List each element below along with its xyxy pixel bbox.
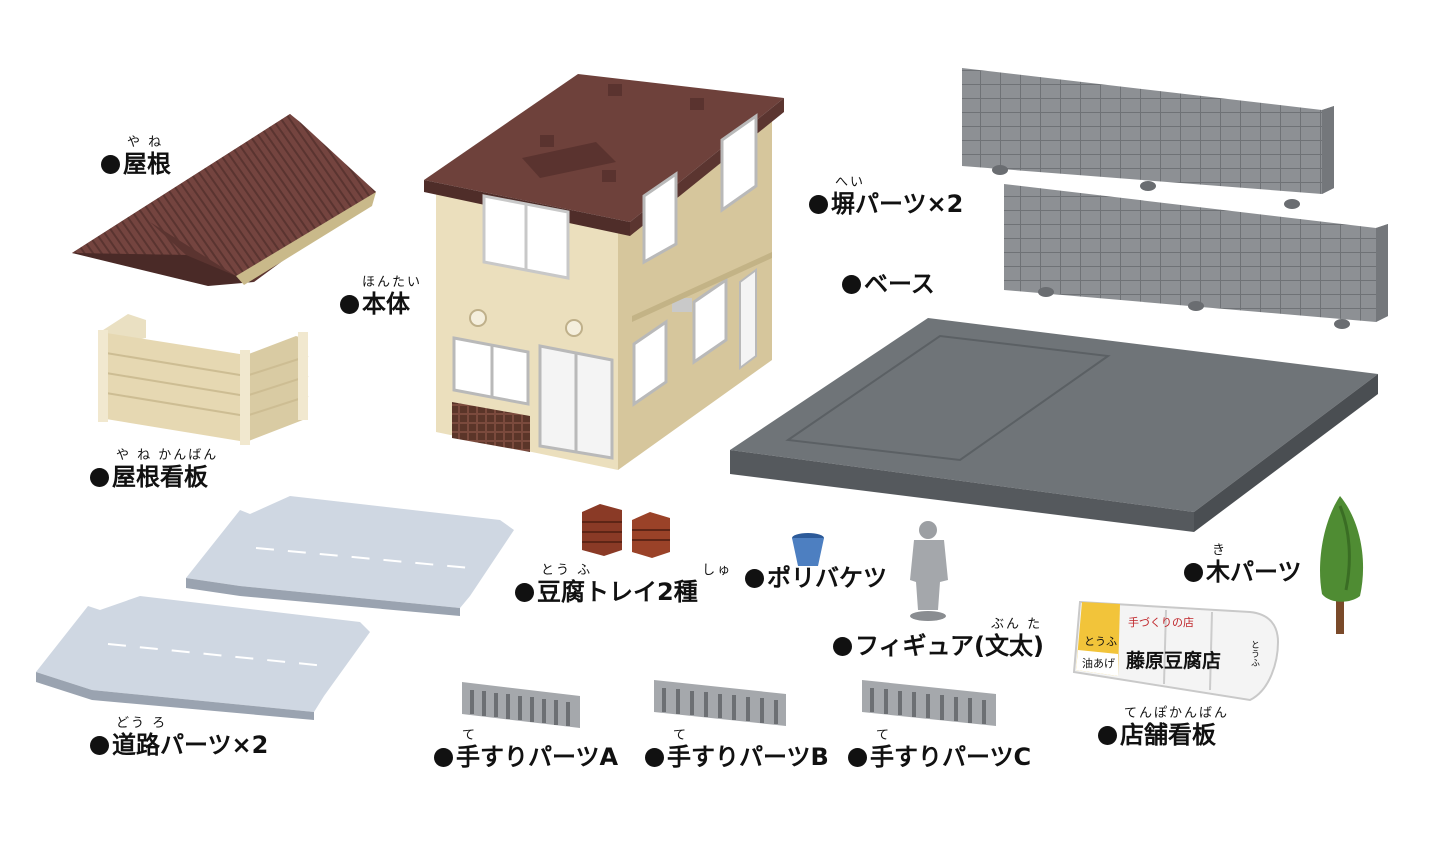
handrail-c-image	[862, 680, 996, 726]
label-ki: き 木パーツ	[1184, 544, 1302, 586]
sign-tofu-text: とうふ	[1084, 635, 1117, 648]
ruby-hontai: ほんたい	[362, 275, 423, 290]
label-text-tesuri-c: 手すりパーツC	[870, 743, 1032, 771]
ruby-tesuri-c: て	[876, 728, 892, 743]
label-tofu-tray: とう ふ しゅ 豆腐トレイ2種	[515, 564, 732, 606]
label-tesuri-c: て 手すりパーツC	[848, 729, 1031, 771]
tofu-tray-parts-image	[582, 504, 670, 558]
ruby-hei: へい	[835, 175, 866, 190]
ruby-tenpo-kanban: てんぽかんばん	[1124, 706, 1230, 721]
bullet-dot-icon	[842, 275, 861, 294]
sign-abura-text: 油あげ	[1082, 656, 1115, 670]
house-body-part-image	[424, 74, 784, 470]
label-text-tesuri-b: 手すりパーツB	[667, 743, 829, 771]
base-part-image	[730, 318, 1378, 532]
bullet-dot-icon	[833, 637, 852, 656]
label-text-yane-kanban: 屋根看板	[112, 463, 208, 491]
ruby-tofu: とう ふ	[541, 563, 593, 578]
handrail-a-image	[462, 682, 580, 728]
road-parts-image	[36, 496, 514, 720]
label-text-figure: フィギュア(文太)	[855, 632, 1044, 660]
label-tesuri-b: て 手すりパーツB	[645, 729, 829, 771]
label-text-ki: 木パーツ	[1206, 558, 1302, 586]
label-text-tofu-tray: 豆腐トレイ2種	[537, 578, 698, 606]
bullet-dot-icon	[340, 295, 359, 314]
bullet-dot-icon	[745, 569, 764, 588]
label-text-yane: 屋根	[123, 150, 171, 178]
label-yane-kanban: や ね かんばん 屋根看板	[90, 449, 218, 491]
tree-part-image	[1320, 496, 1364, 634]
sign-side-text: とうふ	[1249, 640, 1260, 667]
bullet-dot-icon	[90, 468, 109, 487]
ruby-ki: き	[1212, 543, 1228, 558]
roof-signboard-part-image	[98, 314, 309, 445]
bullet-dot-icon	[515, 583, 534, 602]
label-tenpo-kanban: てんぽかんばん 店舗看板	[1098, 707, 1229, 749]
figure-part-image	[910, 521, 948, 621]
ruby-shu: しゅ	[702, 563, 733, 578]
ruby-figure: ぶん た	[991, 617, 1043, 632]
label-text-tesuri-a: 手すりパーツA	[456, 743, 619, 771]
ruby-yane: や ね	[127, 135, 164, 150]
bullet-dot-icon	[848, 748, 867, 767]
bullet-dot-icon	[809, 195, 828, 214]
sign-shop-name-text: 藤原豆腐店	[1126, 649, 1221, 672]
label-text-hei: 塀パーツ×2	[831, 190, 964, 218]
bullet-dot-icon	[645, 748, 664, 767]
wall-parts-image	[962, 68, 1388, 329]
bullet-dot-icon	[1184, 563, 1203, 582]
ruby-doro: どう ろ	[116, 716, 168, 731]
label-poribaketsu: ポリバケツ	[745, 564, 887, 592]
ruby-tesuri-b: て	[673, 728, 689, 743]
label-text-tenpo-kanban: 店舗看板	[1120, 721, 1216, 749]
bullet-dot-icon	[434, 748, 453, 767]
bullet-dot-icon	[90, 736, 109, 755]
bullet-dot-icon	[101, 155, 120, 174]
label-yane: や ね 屋根	[101, 136, 171, 178]
handrail-b-image	[654, 680, 786, 726]
label-hei: へい 塀パーツ×2	[809, 176, 963, 218]
label-figure: ぶん た フィギュア(文太)	[833, 618, 1044, 660]
roof-part-image	[72, 114, 376, 286]
sign-tezukuri-text: 手づくりの店	[1128, 615, 1194, 629]
ruby-tesuri-a: て	[462, 728, 478, 743]
poly-bucket-part-image	[792, 533, 824, 566]
label-hontai: ほんたい 本体	[340, 276, 422, 318]
label-doro: どう ろ 道路パーツ×2	[90, 717, 268, 759]
label-text-poribaketsu: ポリバケツ	[767, 564, 887, 592]
ruby-yane-kanban: や ね かんばん	[116, 448, 219, 463]
bullet-dot-icon	[1098, 726, 1117, 745]
label-text-base: ベース	[864, 270, 935, 298]
label-text-hontai: 本体	[362, 290, 410, 318]
label-tesuri-a: て 手すりパーツA	[434, 729, 618, 771]
label-base: ベース	[842, 270, 935, 298]
shop-signboard-image: とうふ 油あげ 手づくりの店 藤原豆腐店 とうふ	[1072, 600, 1280, 702]
label-text-doro: 道路パーツ×2	[112, 731, 269, 759]
